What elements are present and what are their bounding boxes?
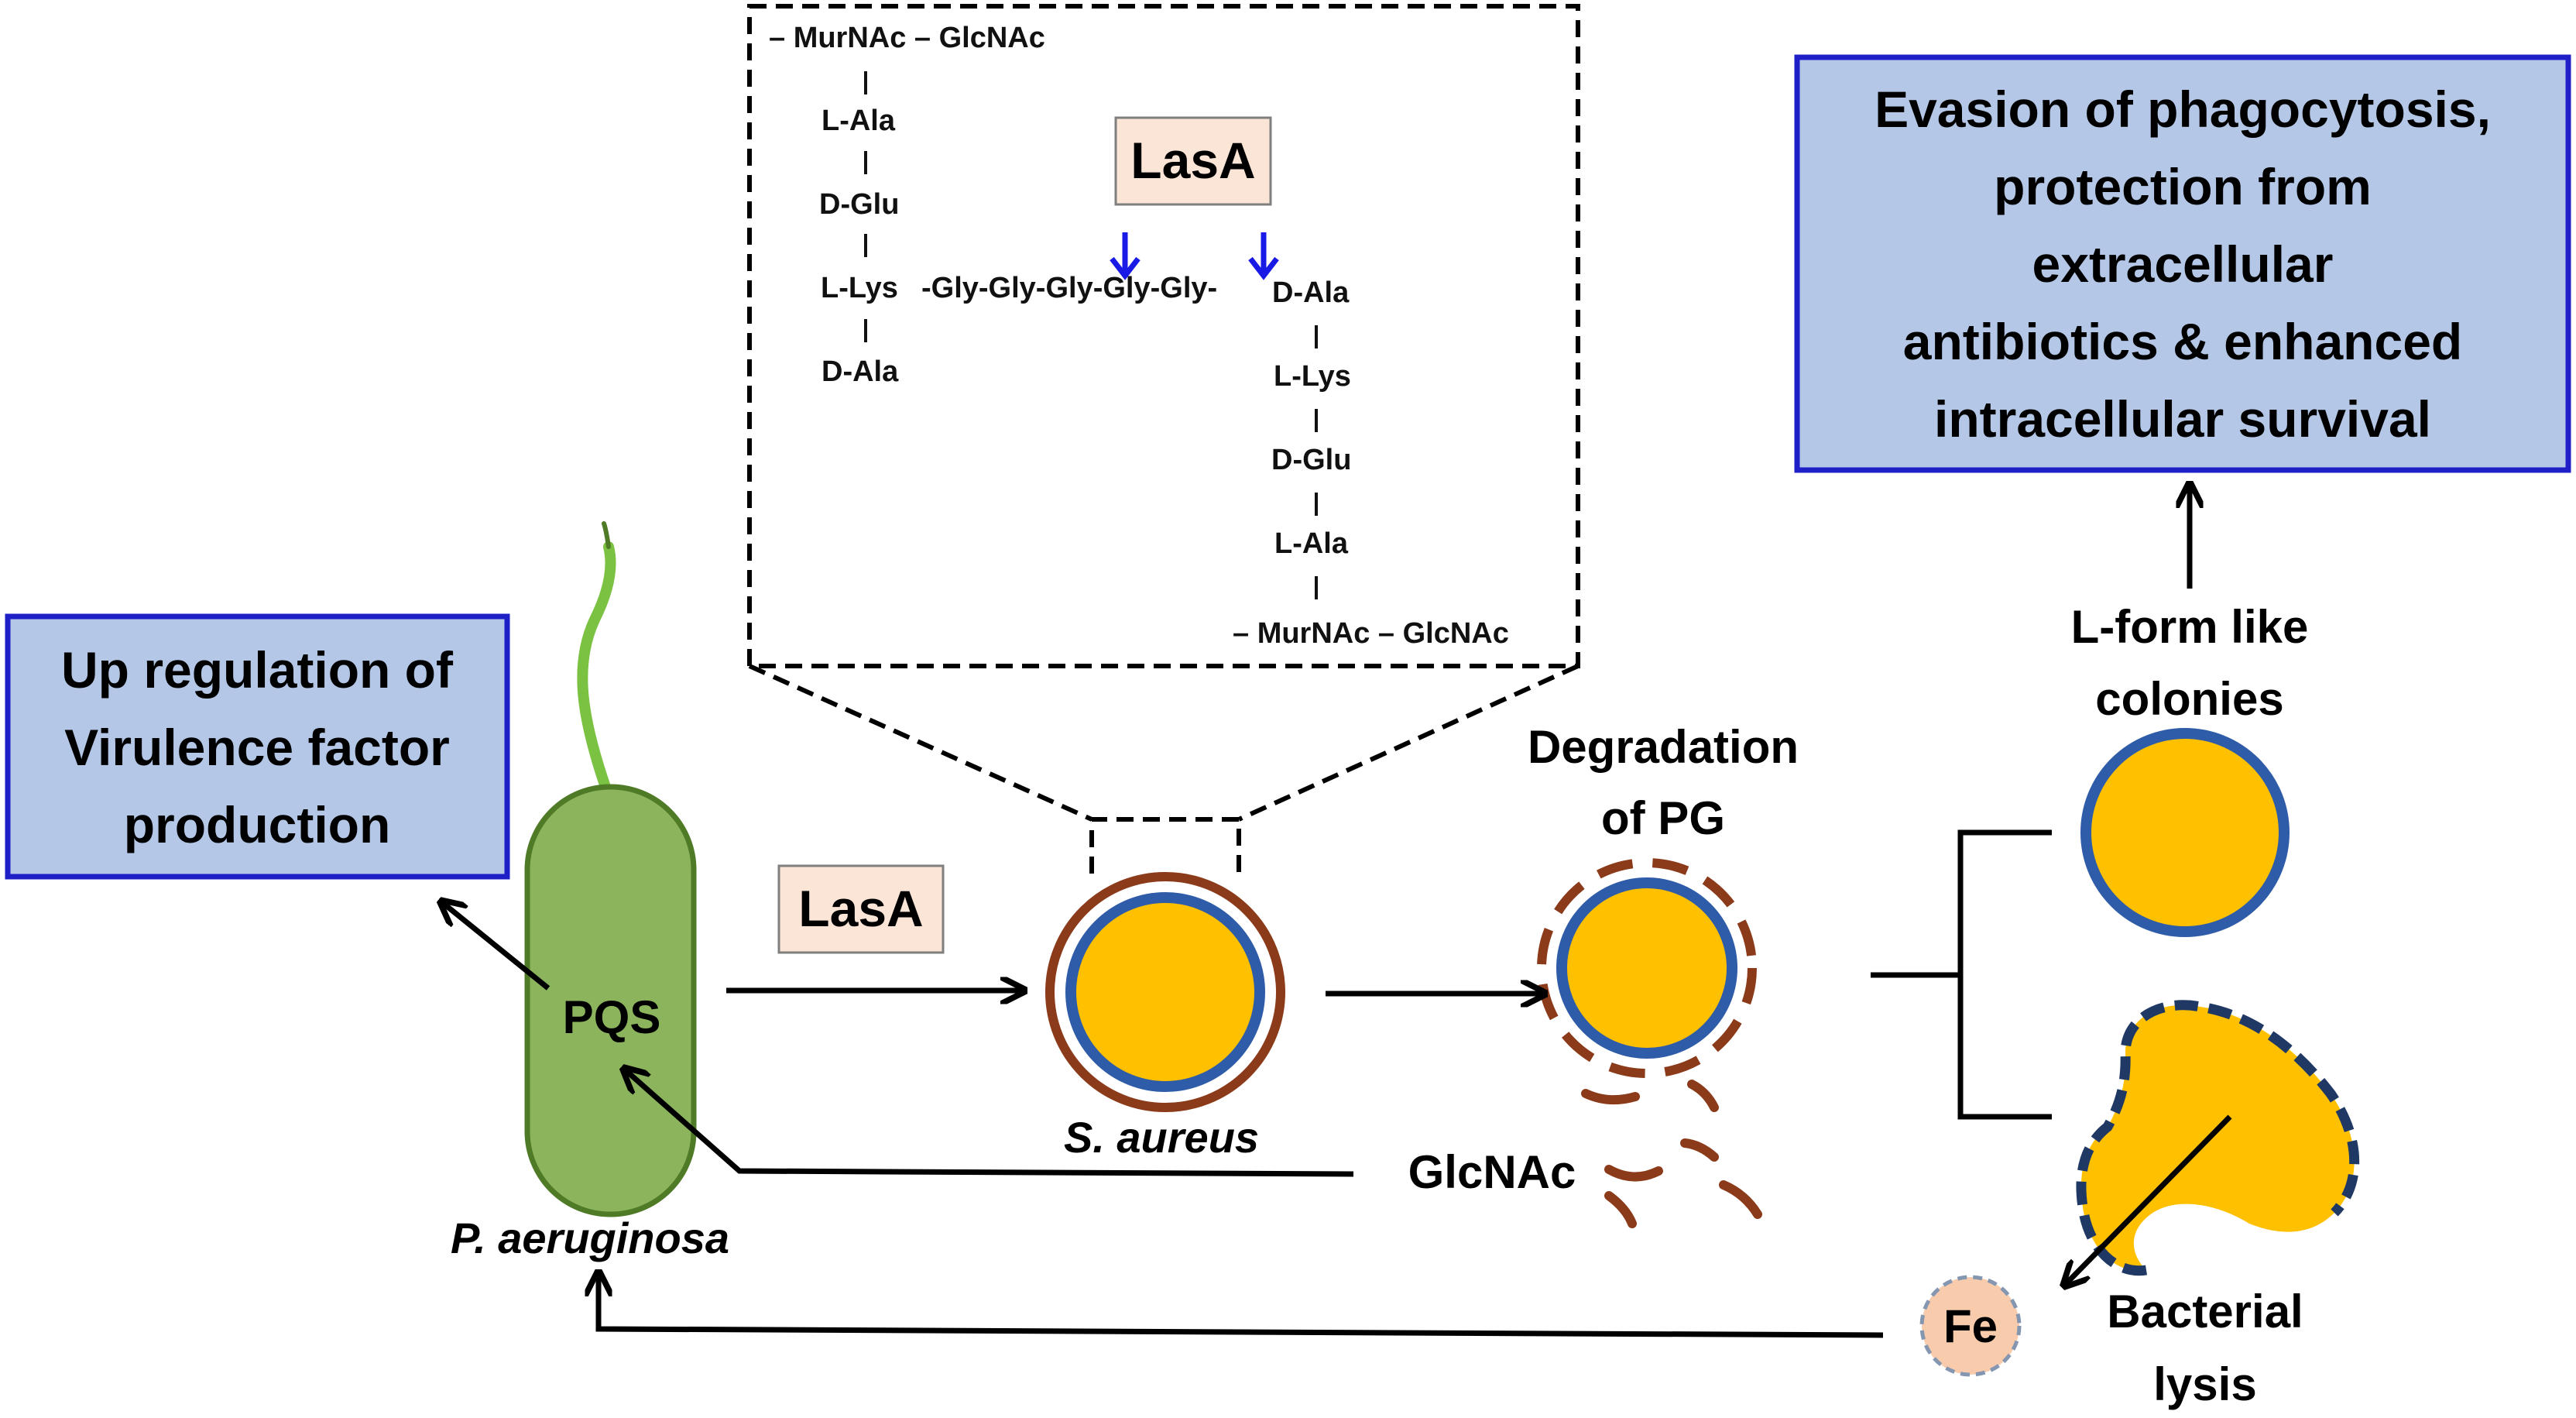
- zoom-bracket: [1089, 817, 1241, 874]
- degradation-label: of PG: [1601, 792, 1725, 844]
- iron-label: Fe: [1943, 1300, 1998, 1352]
- glcnac-label: GlcNAc: [1408, 1146, 1576, 1198]
- degraded-cell-wall: [1537, 858, 1757, 1078]
- branch-fork: [1957, 829, 2052, 1120]
- arrow-lysis-to-iron: [2066, 1114, 2232, 1284]
- pentaglycine-bridge: -Gly-Gly-Gly-Gly-Gly-: [921, 272, 1217, 304]
- right-chain-residue: D-Glu: [1271, 444, 1351, 476]
- p-aeruginosa-cell-icon: [524, 784, 697, 1217]
- zoom-line-right: [1237, 664, 1580, 822]
- lysis-label: Bacterial: [2107, 1286, 2303, 1337]
- right-chain-residue: L-Lys: [1274, 360, 1351, 393]
- lform-colony-icon: [2080, 728, 2290, 937]
- virulence-box-line: production: [124, 796, 391, 853]
- flagellum-tip: [602, 521, 611, 549]
- right-chain-residue: L-Ala: [1274, 527, 1349, 560]
- outcome-box-line: intracellular survival: [1934, 390, 2431, 448]
- virulence-box: Up regulation of Virulence factor produc…: [5, 613, 510, 880]
- arrow-pqs-to-virulence: [443, 903, 551, 991]
- lform-label: colonies: [2095, 673, 2283, 725]
- virulence-box-line: Virulence factor: [64, 719, 450, 776]
- left-chain-residue: D-Ala: [822, 355, 899, 388]
- outcome-box-line: Evasion of phagocytosis,: [1875, 81, 2491, 138]
- zoom-line-left: [748, 664, 1093, 822]
- outcome-box: Evasion of phagocytosis, protection from…: [1794, 54, 2571, 473]
- bottom-glycan: – MurNAc – GlcNAc: [1233, 617, 1509, 650]
- flagellum-icon: [577, 541, 616, 797]
- degradation-label: Degradation: [1528, 721, 1799, 773]
- outcome-box-line: antibiotics & enhanced: [1903, 313, 2462, 370]
- left-chain-residue: L-Lys: [821, 272, 898, 304]
- virulence-box-line: Up regulation of: [61, 641, 454, 699]
- lysed-cell-icon: [2080, 1004, 2355, 1271]
- lasa-enzyme-box: [777, 864, 945, 954]
- inset-dashed-frame: [747, 4, 1580, 668]
- pqs-label: PQS: [563, 991, 661, 1043]
- cleavage-arrow-icon: [1248, 232, 1279, 280]
- right-chain-residue: D-Ala: [1272, 276, 1350, 309]
- left-chain-residue: D-Glu: [819, 188, 899, 221]
- glcnac-fragments-icon: [1581, 1080, 1762, 1228]
- s-aureus-label: S. aureus: [1064, 1113, 1259, 1162]
- outcome-box-line: protection from: [1994, 158, 2372, 215]
- lasa-label: LasA: [798, 880, 923, 937]
- cleavage-arrow-icon: [1110, 232, 1141, 280]
- inset-enzyme-box: [1114, 116, 1272, 206]
- arrow-glcnac-to-pqs: [626, 1070, 1354, 1177]
- inset-enzyme-label: LasA: [1130, 132, 1255, 189]
- degraded-membrane: [1556, 877, 1737, 1059]
- outcome-box-line: extracellular: [2032, 235, 2334, 293]
- top-glycan: – MurNAc – GlcNAc: [769, 22, 1045, 54]
- arrow-iron-to-p-aeruginosa: [599, 1275, 1884, 1338]
- peptidoglycan-inset: – MurNAc – GlcNAc L-Ala D-Glu L-Lys -Gly…: [747, 4, 1580, 874]
- iron-icon: [1919, 1275, 2022, 1377]
- lysis-label: lysis: [2153, 1358, 2256, 1410]
- p-aeruginosa-label: P. aeruginosa: [451, 1214, 729, 1262]
- left-chain-residue: L-Ala: [822, 105, 896, 137]
- connectors: [443, 486, 2232, 1338]
- s-aureus-membrane: [1065, 892, 1265, 1092]
- lysed-cell-membrane: [2076, 1000, 2360, 1276]
- lform-label: L-form like: [2071, 601, 2309, 653]
